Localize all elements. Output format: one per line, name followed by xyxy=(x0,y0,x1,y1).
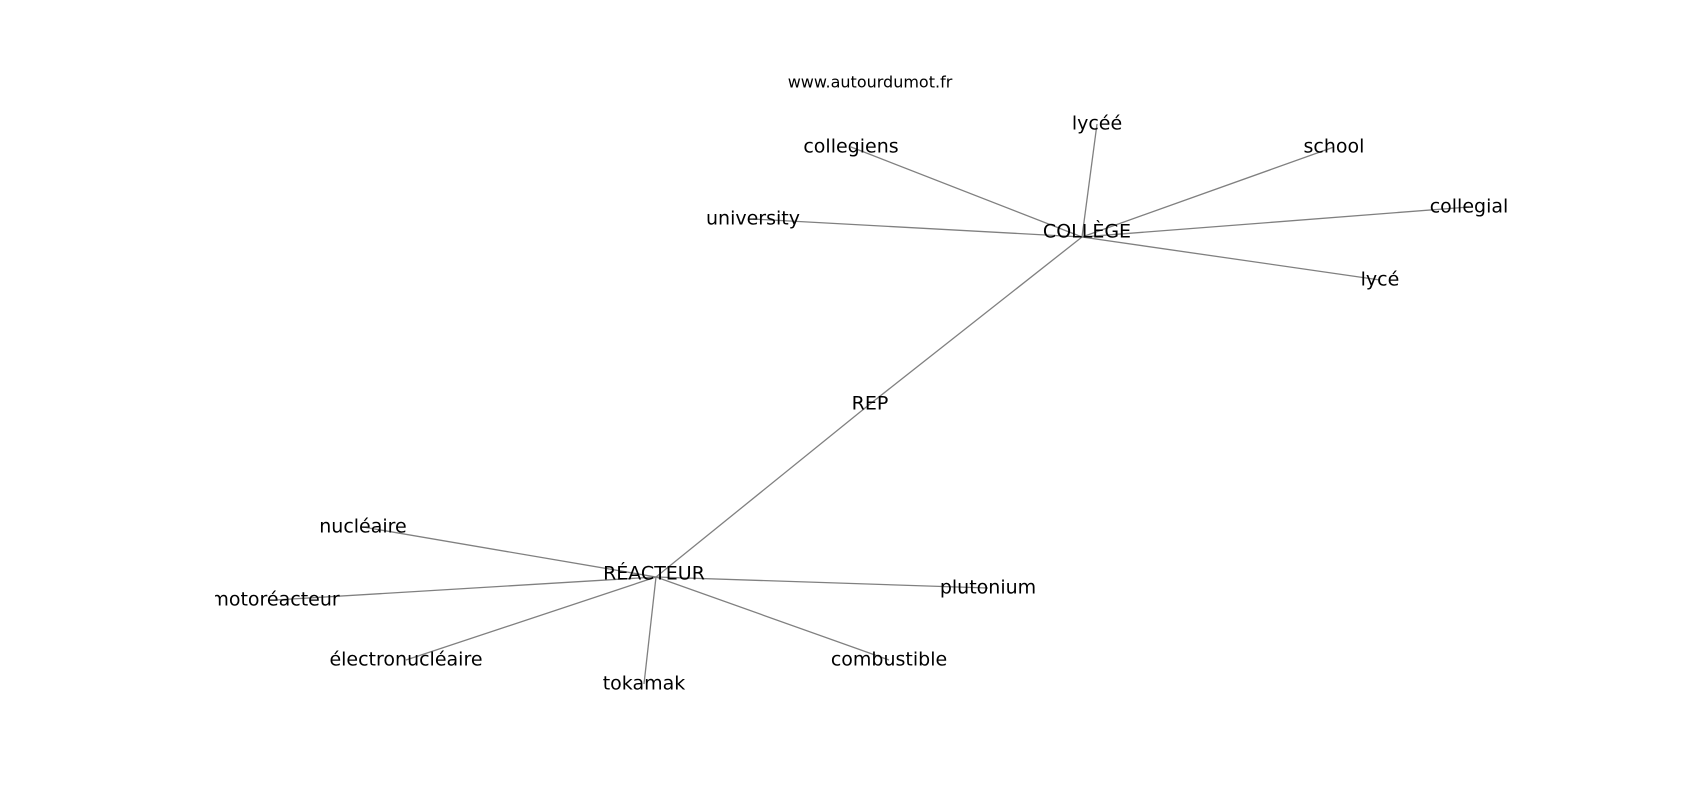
node-label-lyce[interactable]: lycé xyxy=(1361,269,1400,291)
watermark-text: www.autourdumot.fr xyxy=(788,73,953,92)
edge-college-lyce xyxy=(1081,236,1381,281)
node-label-rep[interactable]: REP xyxy=(852,393,889,415)
edge-college-collegiens xyxy=(850,146,1083,238)
edge-reacteur-tokamak xyxy=(643,576,657,685)
node-label-nucleaire[interactable]: nucléaire xyxy=(319,516,407,538)
node-label-university[interactable]: university xyxy=(706,208,800,230)
node-label-motoreacteur[interactable]: motoréacteur xyxy=(210,589,340,611)
node-label-reacteur[interactable]: RÉACTEUR xyxy=(603,562,705,585)
node-label-electronucleaire[interactable]: électronucléaire xyxy=(329,649,482,671)
node-label-tokamak[interactable]: tokamak xyxy=(603,673,686,695)
edge-reacteur-nucleaire xyxy=(362,526,657,578)
edge-college-collegial xyxy=(1081,206,1470,238)
graph-edges xyxy=(274,123,1470,685)
edge-college-school xyxy=(1081,146,1335,238)
edge-college-university xyxy=(752,218,1083,238)
edge-reacteur-motoreacteur xyxy=(274,576,657,601)
edge-reacteur-combustible xyxy=(655,576,890,661)
node-label-combustible[interactable]: combustible xyxy=(831,649,947,671)
edge-rep-reacteur xyxy=(655,403,871,578)
node-label-collegiens[interactable]: collegiens xyxy=(803,136,898,158)
edge-college-lycee2 xyxy=(1081,123,1098,238)
edge-reacteur-plutonium xyxy=(655,576,989,589)
node-label-plutonium[interactable]: plutonium xyxy=(940,577,1036,599)
edge-college-rep xyxy=(869,236,1083,405)
node-label-college[interactable]: COLLÈGE xyxy=(1043,220,1131,243)
node-label-school[interactable]: school xyxy=(1304,136,1365,158)
node-label-collegial[interactable]: collegial xyxy=(1430,196,1509,218)
graph-nodes: COLLÈGE lycéé collegiens school university co… xyxy=(210,113,1509,695)
edge-reacteur-electronucleaire xyxy=(405,576,657,661)
node-label-lycee2[interactable]: lycéé xyxy=(1072,113,1122,135)
